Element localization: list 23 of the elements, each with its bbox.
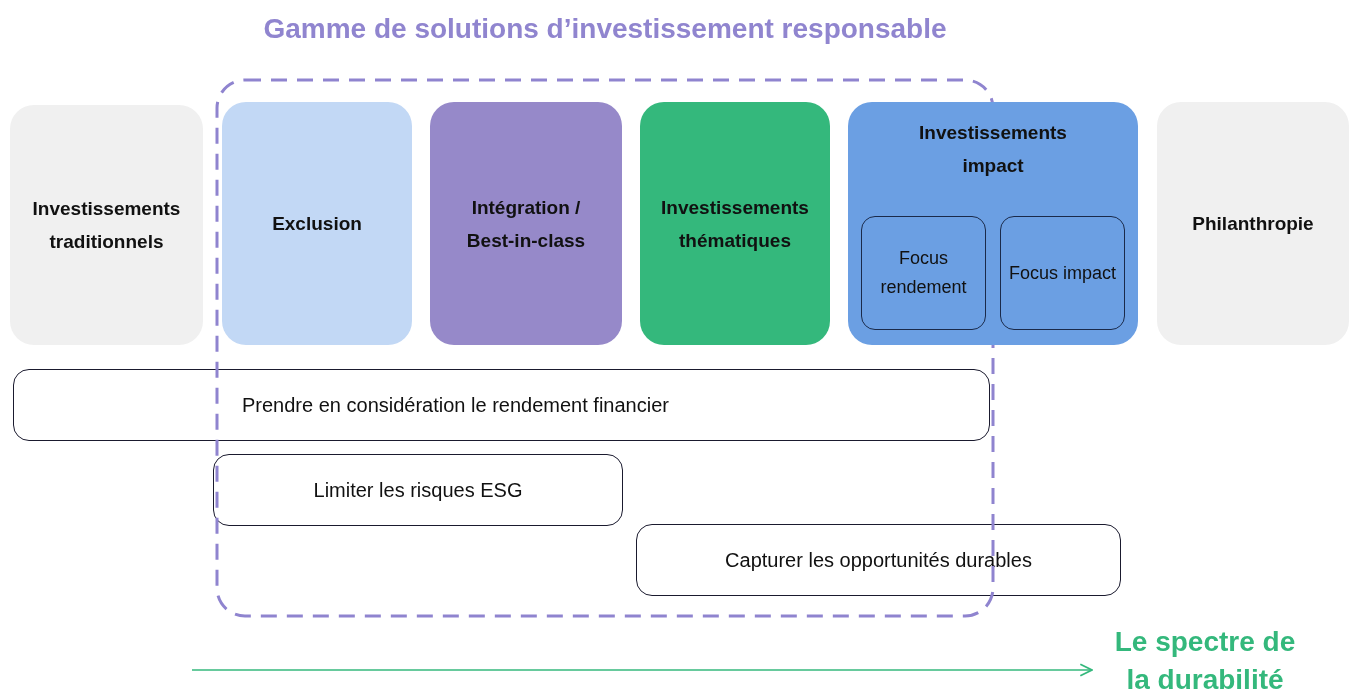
objective-text: Prendre en considération le rendement financier (242, 392, 669, 418)
sub-category-box (861, 216, 986, 330)
objective-band (13, 369, 990, 441)
region-title: Gamme de solutions d’investissement responsable (263, 12, 947, 46)
category-title: Focus rendement (879, 247, 968, 299)
category-title: Focus impact (1008, 261, 1116, 285)
arrow (191, 663, 1093, 677)
category-card (222, 102, 412, 345)
objective-text: Capturer les opportunités durables (725, 547, 1032, 573)
category-title: Investissements impact (918, 121, 1068, 178)
sub-category-box (1000, 216, 1125, 330)
objective-band (636, 524, 1121, 596)
category-title: Exclusion (272, 212, 362, 236)
category-title: Investissements thématiques (660, 195, 810, 253)
objective-text: Limiter les risques ESG (313, 477, 523, 503)
category-title: Intégration / Best-in-class (465, 195, 587, 253)
spectrum-title: Le spectre de la durabilité (1113, 625, 1297, 697)
category-card (640, 102, 830, 345)
category-card (430, 102, 622, 345)
objective-band (213, 454, 623, 526)
category-title: Philanthropie (1192, 212, 1314, 236)
category-title: Investissements traditionnels (31, 197, 182, 254)
category-card (848, 102, 1138, 345)
